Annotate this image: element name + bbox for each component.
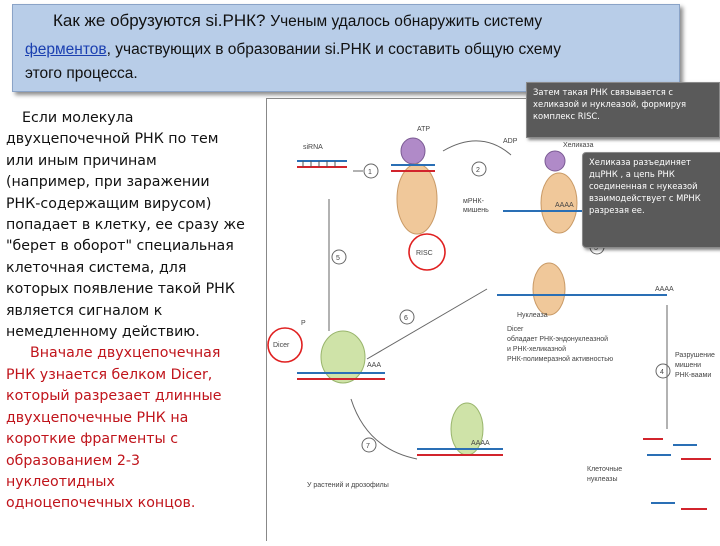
- helicase-purple: [400, 137, 426, 165]
- p2-line: короткие фрагменты с: [6, 431, 178, 448]
- p2-line: нуклеотидных: [6, 473, 115, 490]
- step-1-label: 1: [368, 169, 372, 176]
- arrow-7: [350, 398, 418, 460]
- p1-line: попадает в клетку, ее сразу же: [6, 217, 245, 234]
- p1-line: которых появление такой РНК: [6, 281, 235, 298]
- dicer-desc-3: и РНК-хеликазной: [507, 345, 566, 353]
- nuclease-label: Нуклеаза: [517, 312, 548, 319]
- step-7-label: 7: [366, 443, 370, 450]
- p-label: P: [301, 320, 306, 327]
- paragraph-1: Если молекула двухцепочечной РНК по тем …: [6, 108, 256, 343]
- step-7-marker: [361, 437, 377, 453]
- rna-fragments: [643, 438, 711, 510]
- p1-line: клеточная система, для: [6, 259, 187, 276]
- paragraph-2: Вначале двухцепочечная РНК узнается белк…: [6, 343, 256, 514]
- degradation-2: мишени: [675, 362, 701, 369]
- sirna-label: siRNA: [303, 144, 323, 151]
- title-rest: Ученым удалось обнаружить систему: [270, 13, 543, 30]
- nuclease-3: [532, 262, 566, 316]
- aaaa-label-2: AAAA: [655, 286, 674, 293]
- dicer-green: [320, 330, 366, 384]
- plants-label: У растений и дрозофилы: [307, 481, 389, 489]
- p2-line: одноцепочечных концов.: [6, 495, 196, 512]
- title-line-3: этого процесса.: [25, 65, 138, 82]
- degradation-1: Разрушение: [675, 352, 715, 359]
- p2-line: РНК узнается белком Dicer,: [6, 366, 213, 383]
- risc-label: RISC: [416, 250, 433, 257]
- step-2-marker: [471, 161, 487, 177]
- p1-line: Если молекула: [22, 110, 134, 126]
- arrow-6: [366, 288, 488, 360]
- callout-helicase-line: соединенная с нукеазой: [589, 181, 698, 191]
- p1-line: немедленному действию.: [6, 324, 200, 341]
- step-2-label: 2: [476, 167, 480, 174]
- step-5-marker: [331, 249, 347, 265]
- mrna-target-label: мРНК-: [463, 198, 485, 205]
- callout-risc-line: комплекс RISC.: [533, 111, 600, 121]
- nuclease-orange: [396, 163, 438, 235]
- degradation-3: РНК-ваами: [675, 372, 711, 379]
- callout-helicase-line: взаимодействует с МРНК: [589, 193, 701, 203]
- dicer-desc-1: Dicer: [507, 326, 524, 333]
- atp-label: ATP: [417, 126, 430, 133]
- step-6-label: 6: [404, 315, 408, 322]
- step-5-label: 5: [336, 255, 340, 262]
- adp-label: ADP: [503, 138, 518, 145]
- enzymes-link[interactable]: ферментов: [25, 41, 107, 58]
- dicer-desc-4: РНК-полимеразной активностью: [507, 355, 613, 363]
- callout-helicase-line: дцРНК , а цепь РНК: [589, 169, 675, 179]
- title-box: Как же обрузуются si.РНК? Ученым удалось…: [12, 4, 680, 92]
- callout-risc: Затем такая РНК связывается с хеликазой …: [526, 82, 720, 138]
- step-6-marker: [399, 309, 415, 325]
- sirna-duplex: [297, 160, 347, 168]
- callout-helicase: Хеликаза разъединяет дцРНК , а цепь РНК …: [582, 152, 720, 248]
- p1-line: или иным причинам: [6, 152, 157, 169]
- p1-line: является сигналом к: [6, 302, 163, 319]
- nuclease-2: [540, 172, 578, 234]
- risc-highlight: [408, 233, 446, 271]
- title-line-1: Как же обрузуются si.РНК? Ученым удалось…: [53, 11, 542, 31]
- step-1-marker: [363, 163, 379, 179]
- aaaa-label-1: AAAA: [555, 202, 574, 209]
- dicer-green-2: [450, 402, 484, 456]
- title-line-2: ферментов, участвующих в образовании si.…: [25, 41, 561, 59]
- body-text: Если молекула двухцепочечной РНК по тем …: [6, 108, 256, 515]
- step-3-label: 3: [594, 245, 598, 252]
- arrow-2: [442, 140, 512, 156]
- callout-helicase-line: Хеликаза разъединяет: [589, 157, 691, 167]
- p2-line: двухцепочечные РНК на: [6, 409, 189, 426]
- p1-line: (например, при заражении: [6, 174, 210, 191]
- aaaa-label-3: AAAA: [471, 440, 490, 447]
- p1-line: "берет в оборот" специальная: [6, 238, 234, 255]
- p2-line: Вначале двухцепочечная: [30, 345, 221, 362]
- cell-nuclease-1: Клеточные: [587, 466, 622, 473]
- step-4-label: 4: [660, 369, 664, 376]
- helicase-2: [544, 150, 566, 172]
- dicer-highlight: [267, 327, 303, 363]
- p2-line: который разрезает длинные: [6, 388, 222, 405]
- callout-risc-line: хеликазой и нуклеазой, формируя: [533, 99, 687, 109]
- dicer-label: Dicer: [273, 342, 290, 349]
- p1-line: РНК-содержащим вирусом): [6, 195, 212, 212]
- callout-helicase-line: разрезая ее.: [589, 205, 645, 215]
- p2-line: образованием 2-3: [6, 452, 141, 469]
- dicer-desc-2: обладает РНК-эндонуклеазной: [507, 335, 608, 343]
- aaa-label: AAA: [367, 362, 381, 369]
- callout-risc-line: Затем такая РНК связывается с: [533, 87, 674, 97]
- title-question: Как же обрузуются si.РНК?: [53, 11, 266, 30]
- helicase-label: Хеликаза: [563, 142, 594, 149]
- mrna-target-label-2: мишень: [463, 207, 489, 214]
- cell-nuclease-2: нуклеазы: [587, 476, 618, 483]
- title-line-2-rest: , участвующих в образовании si.РНК и сос…: [106, 41, 561, 58]
- p1-line: двухцепочечной РНК по тем: [6, 131, 219, 148]
